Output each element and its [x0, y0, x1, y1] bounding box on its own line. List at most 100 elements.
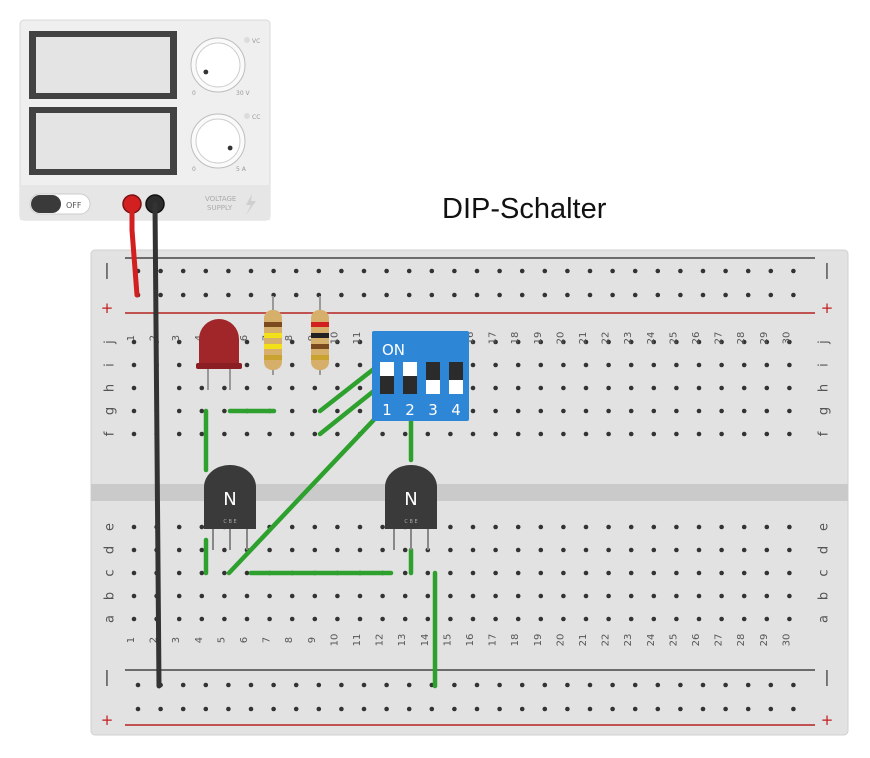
terminal-hole[interactable] [448, 547, 453, 553]
terminal-hole[interactable] [628, 339, 634, 345]
terminal-hole[interactable] [312, 524, 318, 530]
terminal-hole[interactable] [402, 547, 408, 553]
terminal-hole[interactable] [470, 408, 476, 414]
terminal-hole[interactable] [764, 570, 770, 576]
terminal-hole[interactable] [312, 408, 318, 414]
terminal-hole[interactable] [493, 431, 498, 437]
terminal-hole[interactable] [696, 593, 702, 599]
terminal-hole[interactable] [335, 616, 340, 622]
rail-hole[interactable] [226, 706, 231, 712]
rail-hole[interactable] [655, 706, 661, 712]
rail-hole[interactable] [226, 268, 231, 274]
rail-hole[interactable] [452, 682, 457, 688]
rail-hole[interactable] [248, 706, 254, 712]
terminal-hole[interactable] [628, 547, 634, 553]
terminal-hole[interactable] [538, 616, 544, 622]
terminal-hole[interactable] [380, 524, 385, 530]
terminal-hole[interactable] [312, 431, 318, 437]
terminal-hole[interactable] [357, 408, 363, 414]
terminal-hole[interactable] [493, 362, 498, 368]
terminal-hole[interactable] [244, 362, 250, 368]
rail-hole[interactable] [339, 706, 344, 712]
terminal-hole[interactable] [470, 362, 476, 368]
negative-supply-wire[interactable] [152, 201, 162, 689]
terminal-hole[interactable] [787, 339, 792, 345]
terminal-hole[interactable] [719, 362, 724, 368]
rail-hole[interactable] [384, 268, 389, 274]
rail-hole[interactable] [768, 706, 774, 712]
rail-hole[interactable] [632, 706, 638, 712]
terminal-hole[interactable] [741, 408, 747, 414]
rail-hole[interactable] [203, 268, 209, 274]
terminal-hole[interactable] [244, 570, 250, 576]
rail-hole[interactable] [723, 706, 728, 712]
rail-hole[interactable] [271, 706, 276, 712]
terminal-hole[interactable] [561, 616, 566, 622]
rail-hole[interactable] [519, 682, 525, 688]
terminal-hole[interactable] [787, 431, 792, 437]
rail-hole[interactable] [542, 292, 548, 298]
terminal-hole[interactable] [493, 570, 498, 576]
terminal-hole[interactable] [628, 362, 634, 368]
terminal-hole[interactable] [222, 547, 227, 553]
rail-hole[interactable] [452, 268, 457, 274]
rail-hole[interactable] [180, 706, 186, 712]
resistor-right[interactable] [311, 296, 329, 375]
terminal-hole[interactable] [561, 385, 566, 391]
rail-hole[interactable] [587, 706, 593, 712]
terminal-hole[interactable] [515, 593, 521, 599]
terminal-hole[interactable] [606, 339, 611, 345]
rail-hole[interactable] [384, 682, 389, 688]
terminal-hole[interactable] [289, 431, 295, 437]
rail-hole[interactable] [474, 268, 480, 274]
rail-hole[interactable] [474, 706, 480, 712]
rail-hole[interactable] [745, 292, 751, 298]
terminal-hole[interactable] [583, 339, 589, 345]
green-wire-dip-1[interactable] [317, 365, 378, 414]
rail-hole[interactable] [745, 706, 751, 712]
terminal-hole[interactable] [425, 593, 431, 599]
terminal-hole[interactable] [244, 616, 250, 622]
terminal-hole[interactable] [222, 593, 227, 599]
terminal-hole[interactable] [176, 431, 182, 437]
terminal-hole[interactable] [176, 616, 182, 622]
rail-hole[interactable] [565, 292, 570, 298]
rail-hole[interactable] [203, 292, 209, 298]
rail-hole[interactable] [316, 268, 322, 274]
terminal-hole[interactable] [583, 362, 589, 368]
terminal-hole[interactable] [628, 431, 634, 437]
rail-hole[interactable] [655, 292, 661, 298]
rail-hole[interactable] [542, 682, 548, 688]
terminal-hole[interactable] [448, 431, 453, 437]
terminal-hole[interactable] [357, 385, 363, 391]
terminal-hole[interactable] [696, 362, 702, 368]
terminal-hole[interactable] [561, 408, 566, 414]
rail-hole[interactable] [542, 268, 548, 274]
terminal-hole[interactable] [674, 570, 679, 576]
rail-hole[interactable] [587, 292, 593, 298]
terminal-hole[interactable] [515, 547, 521, 553]
transistor-right[interactable]: NC B E [385, 465, 437, 550]
terminal-hole[interactable] [470, 593, 476, 599]
rail-hole[interactable] [203, 682, 209, 688]
rail-hole[interactable] [632, 292, 638, 298]
power-toggle-switch[interactable]: OFF [29, 193, 91, 215]
terminal-hole[interactable] [583, 408, 589, 414]
terminal-hole[interactable] [470, 570, 476, 576]
terminal-hole[interactable] [515, 408, 521, 414]
terminal-hole[interactable] [357, 593, 363, 599]
terminal-hole[interactable] [628, 570, 634, 576]
terminal-hole[interactable] [199, 524, 205, 530]
terminal-hole[interactable] [764, 547, 770, 553]
terminal-hole[interactable] [470, 524, 476, 530]
rail-hole[interactable] [361, 268, 367, 274]
terminal-hole[interactable] [538, 362, 544, 368]
rail-hole[interactable] [361, 292, 367, 298]
terminal-hole[interactable] [651, 431, 657, 437]
red-led[interactable] [196, 319, 242, 390]
terminal-hole[interactable] [289, 339, 295, 345]
terminal-hole[interactable] [628, 408, 634, 414]
terminal-hole[interactable] [787, 593, 792, 599]
rail-hole[interactable] [248, 268, 254, 274]
terminal-hole[interactable] [335, 362, 340, 368]
